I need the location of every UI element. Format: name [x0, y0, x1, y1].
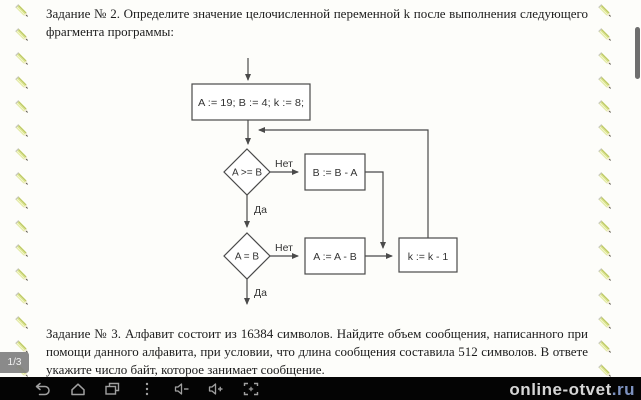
recents-button[interactable] [101, 379, 123, 399]
watermark: online-otvet.ru [509, 380, 635, 400]
pencil-icon [15, 244, 28, 257]
flow-wire-blockb-join [365, 171, 386, 249]
screenshot-icon [243, 382, 259, 395]
flow-loop-return-wire [258, 127, 429, 238]
pencil-icon [598, 244, 611, 257]
volume-up-icon [209, 382, 223, 395]
pencil-icon [598, 292, 611, 305]
volume-down-button[interactable] [171, 379, 193, 399]
android-navbar: online-otvet.ru [0, 377, 641, 400]
flow-decision1-label: A >= B [232, 168, 262, 179]
flow-start-label: A := 19; B := 4; k := 8; [198, 97, 304, 109]
pencil-icon [598, 124, 611, 137]
flow-block-a-label: A := A - B [313, 251, 357, 263]
pencil-icon [598, 220, 611, 233]
task2-text: Задание № 2. Определите значение целочис… [46, 6, 588, 39]
screenshot-button[interactable] [240, 379, 262, 399]
pencil-icon [598, 340, 611, 353]
pencil-icon [598, 364, 611, 377]
flow-block-a [304, 237, 366, 275]
pencil-icon [598, 316, 611, 329]
pencil-icon [598, 100, 611, 113]
page-indicator: 1/3 [0, 352, 29, 373]
flow-no2-label: Нет [275, 242, 293, 254]
back-button[interactable] [32, 379, 54, 399]
pencil-border-right [592, 0, 620, 377]
menu-button[interactable] [136, 379, 158, 399]
pencil-icon [15, 340, 28, 353]
pencil-icon [15, 292, 28, 305]
pencil-icon [15, 316, 28, 329]
flow-block-k [398, 237, 458, 273]
pencil-icon [598, 76, 611, 89]
menu-dots-icon [145, 382, 149, 395]
worksheet-page: Задание № 2. Определите значение целочис… [9, 0, 620, 377]
pencil-icon [598, 4, 611, 17]
pencil-icon [15, 100, 28, 113]
watermark-tld: .ru [611, 380, 635, 399]
flow-block-k-label: k := k - 1 [408, 251, 449, 263]
flow-block-b-label: B := B - A [313, 167, 358, 179]
pencil-icon [15, 124, 28, 137]
pencil-icon [598, 268, 611, 281]
home-icon [70, 382, 85, 395]
flow-no1-label: Нет [275, 158, 293, 170]
scrollbar-thumb[interactable] [635, 27, 640, 79]
pencil-icon [15, 268, 28, 281]
pencil-icon [15, 4, 28, 17]
pencil-icon [598, 148, 611, 161]
flowchart: A := 19; B := 4; k := 8; A >= B Нет B :=… [191, 58, 458, 305]
volume-up-button[interactable] [205, 379, 227, 399]
flow-yes1-label: Да [254, 204, 267, 216]
nav-icons-group [32, 377, 262, 400]
pencil-icon [598, 52, 611, 65]
pencil-border-left [9, 0, 37, 377]
recents-icon [105, 382, 120, 395]
home-button[interactable] [67, 379, 89, 399]
watermark-site: online-otvet [509, 380, 612, 399]
pencil-icon [15, 148, 28, 161]
pencil-icon [15, 28, 28, 41]
pencil-icon [598, 172, 611, 185]
pencil-icon [598, 28, 611, 41]
flow-yes2-label: Да [254, 287, 267, 299]
pencil-icon [15, 196, 28, 209]
pencil-icon [15, 172, 28, 185]
volume-down-icon [174, 382, 189, 395]
flow-block-b [304, 153, 366, 191]
pencil-icon [15, 76, 28, 89]
task3-text: Задание № 3. Алфавит состоит из 16384 си… [46, 326, 588, 377]
flow-start-block [191, 83, 311, 121]
back-icon [35, 382, 50, 395]
pencil-icon [15, 52, 28, 65]
pencil-icon [15, 220, 28, 233]
pencil-icon [598, 196, 611, 209]
flow-decision2-label: A = B [235, 252, 260, 263]
